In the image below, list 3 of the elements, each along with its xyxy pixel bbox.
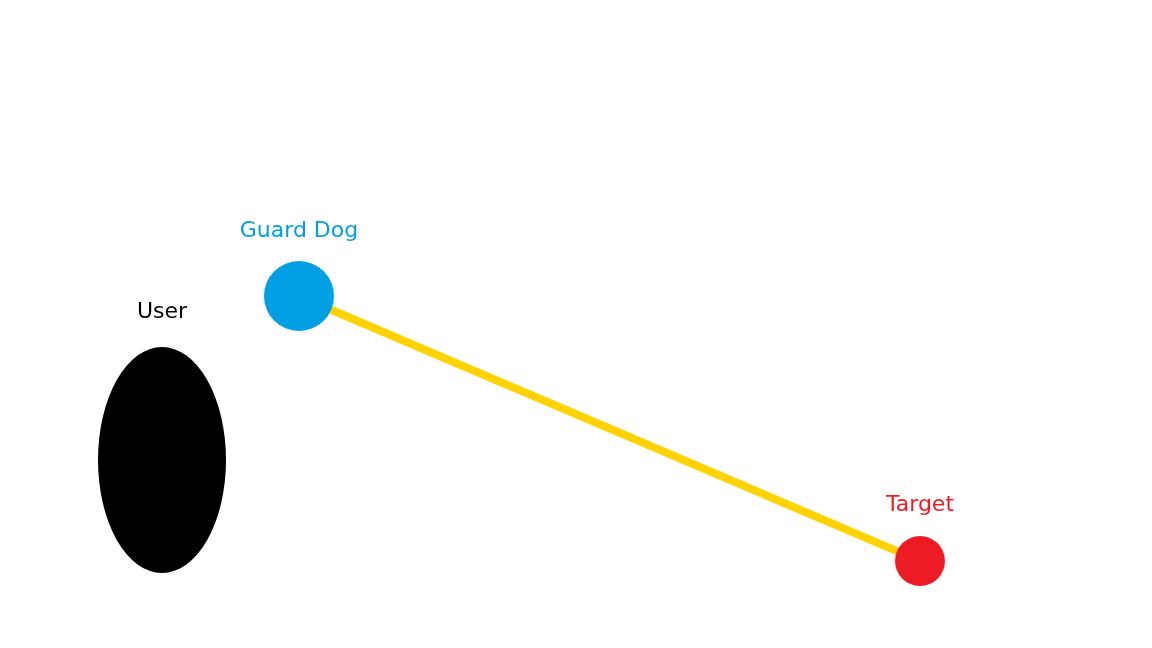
node-label: Target: [885, 491, 955, 516]
node-label: User: [136, 298, 188, 323]
node-label: Guard Dog: [239, 217, 359, 242]
